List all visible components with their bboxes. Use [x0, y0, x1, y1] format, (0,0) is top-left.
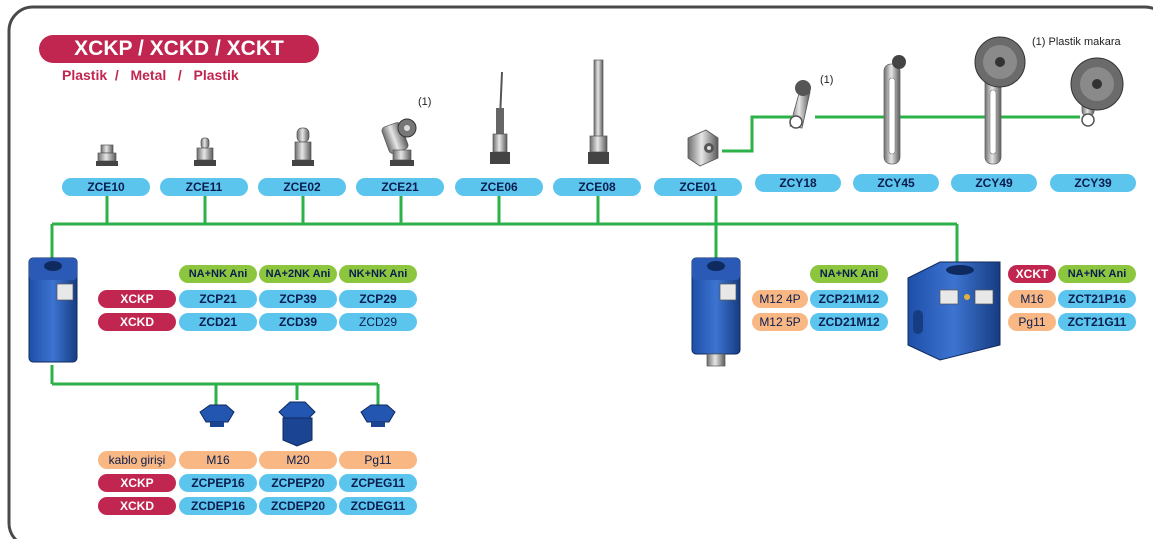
mid-table-header: NA+NK Ani: [810, 265, 888, 283]
left-table-cell: ZCD21: [179, 313, 257, 331]
left-table-cell: ZCP21: [179, 290, 257, 308]
right-table-row-label: M16: [1008, 290, 1056, 308]
cable-table-cell: ZCPEP20: [259, 474, 337, 492]
left-table-header-3: NK+NK Ani: [339, 265, 417, 283]
head-label-zce10: ZCE10: [62, 178, 150, 196]
cable-table-cell: ZCDEP16: [179, 497, 257, 515]
switch-body-xckt-icon: [907, 261, 1001, 361]
cable-table-header: Pg11: [339, 451, 417, 469]
right-table-row-label: Pg11: [1008, 313, 1056, 331]
right-table-cell: ZCT21P16: [1058, 290, 1136, 308]
right-table-label-xckt: XCKT: [1008, 265, 1056, 283]
green-lines: [50, 115, 1080, 405]
head-label-zce01: ZCE01: [654, 178, 742, 196]
cable-table-cell: ZCPEP16: [179, 474, 257, 492]
switch-body-m12-icon: [691, 257, 741, 367]
footnote-marker-zce21: (1): [418, 96, 432, 108]
left-table-header-2: NA+2NK Ani: [259, 265, 337, 283]
frame-border: [7, 5, 1153, 539]
head-label-zce08: ZCE08: [553, 178, 641, 196]
lever-label-zcy45: ZCY45: [853, 174, 939, 192]
zcy45-lever-icon: [883, 55, 906, 165]
switch-body-left-icon: [28, 257, 78, 363]
zce21-roller-lever-icon: [381, 118, 417, 166]
mid-table-row-label: M12 4P: [752, 290, 808, 308]
head-label-zce06: ZCE06: [455, 178, 543, 196]
cable-table-cell: ZCDEP20: [259, 497, 337, 515]
subtitle: Plastik / Metal / Plastik: [62, 67, 239, 83]
zce10-plunger-icon: [96, 144, 118, 166]
right-table-cell: ZCT21G11: [1058, 313, 1136, 331]
title-badge: XCKP / XCKD / XCKT: [39, 35, 319, 63]
left-table-cell: ZCP39: [259, 290, 337, 308]
zce08-rod-icon: [588, 59, 609, 164]
head-label-zce21: ZCE21: [356, 178, 444, 196]
cable-table-cell: ZCPEG11: [339, 474, 417, 492]
mid-table-cell: ZCD21M12: [810, 313, 888, 331]
cable-table-header-label: kablo girişi: [98, 451, 176, 469]
cable-table-header: M20: [259, 451, 337, 469]
cable-gland-m16-icon: [199, 404, 235, 427]
cable-gland-m20-icon: [278, 401, 316, 447]
page-title: XCKP / XCKD / XCKT: [74, 37, 284, 60]
mid-table-row-label: M12 5P: [752, 313, 808, 331]
lever-label-zcy49: ZCY49: [951, 174, 1037, 192]
mid-table-cell: ZCP21M12: [810, 290, 888, 308]
zcy18-lever-icon: [789, 80, 811, 129]
zce11-plunger-icon: [194, 137, 216, 166]
head-label-zce02: ZCE02: [258, 178, 346, 196]
left-table-row-label-xckp: XCKP: [98, 290, 176, 308]
zcy39-lever-icon: [1070, 57, 1124, 127]
cable-table-header: M16: [179, 451, 257, 469]
head-label-zce11: ZCE11: [160, 178, 248, 196]
zcy49-lever-icon: [974, 36, 1026, 165]
cable-gland-pg11-icon: [360, 404, 396, 427]
lever-label-zcy39: ZCY39: [1050, 174, 1136, 192]
footnote-marker-zcy18: (1): [820, 74, 834, 86]
right-table-header: NA+NK Ani: [1058, 265, 1136, 283]
left-table-row-label-xckd: XCKD: [98, 313, 176, 331]
cable-table-row-label-xckp: XCKP: [98, 474, 176, 492]
zce06-spring-rod-icon: [490, 71, 510, 164]
cable-table-cell: ZCDEG11: [339, 497, 417, 515]
left-table-cell: ZCD29: [339, 313, 417, 331]
lever-label-zcy18: ZCY18: [755, 174, 841, 192]
zce01-rotary-head-icon: [687, 129, 719, 167]
zce02-roller-plunger-icon: [292, 127, 314, 166]
cable-table-row-label-xckd: XCKD: [98, 497, 176, 515]
left-table-cell: ZCD39: [259, 313, 337, 331]
footnote: (1) Plastik makara: [1032, 36, 1121, 48]
left-table-header-1: NA+NK Ani: [179, 265, 257, 283]
left-table-cell: ZCP29: [339, 290, 417, 308]
